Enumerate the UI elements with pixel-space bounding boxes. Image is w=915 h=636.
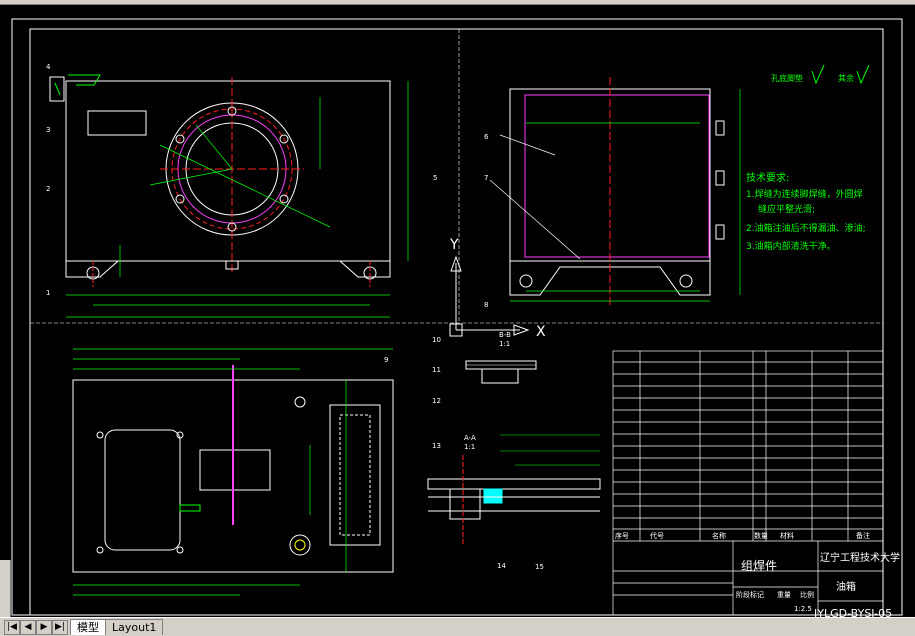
- tech-line-3: 3.油箱内部清洗干净。: [746, 240, 836, 252]
- section-aa: A-A 1:1: [427, 434, 601, 545]
- stage-mark: 阶段标记: [736, 590, 764, 599]
- section-aa-title: A-A: [464, 434, 476, 442]
- balloon-14: 14: [497, 562, 506, 570]
- technical-requirements: 技术要求: 1.焊缝为连续脚焊缝，外圆焊 缝应平整光滑; 2.油箱注油后不得漏油…: [746, 171, 866, 252]
- tab-model[interactable]: 模型: [70, 619, 106, 635]
- balloon-3: 3: [46, 126, 50, 134]
- balloon-12: 12: [432, 397, 441, 405]
- header-name: 名称: [712, 531, 726, 540]
- side-view: [489, 77, 741, 305]
- surface-symbols: 孔底脚垫 其余: [771, 64, 870, 85]
- balloons: 1 2 3 4 5 6 7 8 9 10 11 12 13 14 15: [46, 63, 544, 571]
- section-bb-title: B-B: [499, 331, 511, 339]
- layout-tabs-bar: |◀ ◀ ▶ ▶| 模型 Layout1: [0, 617, 915, 636]
- nav-last-button[interactable]: ▶|: [52, 620, 68, 635]
- ucs-x: X: [536, 324, 546, 340]
- balloon-1: 1: [46, 289, 50, 297]
- drawing-number: JYLGD-BYSJ-05: [813, 607, 892, 617]
- ucs-y: Y: [449, 237, 459, 253]
- header-material: 材料: [780, 531, 794, 540]
- balloon-9: 9: [384, 356, 388, 364]
- header-code: 代号: [650, 531, 664, 540]
- nav-prev-button[interactable]: ◀: [20, 620, 36, 635]
- section-bb: B-B 1:1: [465, 331, 537, 384]
- left-toolbar: [0, 560, 11, 617]
- balloon-4: 4: [46, 63, 51, 71]
- weight-label: 重量: [777, 591, 791, 599]
- balloon-11: 11: [432, 366, 441, 374]
- title-block: [612, 350, 884, 616]
- balloon-7: 7: [484, 174, 488, 182]
- tab-layout1[interactable]: Layout1: [105, 619, 164, 635]
- front-view: [49, 74, 409, 318]
- header-qty: 数量: [754, 531, 768, 540]
- school-name: 辽宁工程技术大学: [820, 551, 900, 564]
- tech-line-2: 2.油箱注油后不得漏油、渗油;: [746, 222, 866, 234]
- tech-line-1: 1.焊缝为连续脚焊缝，外圆焊: [746, 188, 863, 200]
- title-block-text: 序号 代号 名称 数量 材料 备注 组焊件 辽宁工程技术大学 油箱 JYLGD-…: [615, 531, 900, 617]
- tech-line-1b: 缝应平整光滑;: [758, 203, 815, 215]
- section-aa-scale: 1:1: [464, 443, 475, 451]
- nav-first-button[interactable]: |◀: [4, 620, 20, 635]
- assembly-title: 组焊件: [741, 558, 777, 573]
- balloon-8: 8: [484, 301, 488, 309]
- other-label: 其余: [838, 73, 854, 83]
- balloon-2: 2: [46, 185, 50, 193]
- window-top-border: [0, 0, 915, 5]
- section-bb-scale: 1:1: [499, 340, 510, 348]
- ucs-icon: Y X: [449, 237, 546, 340]
- drawing-canvas[interactable]: 孔底脚垫 其余 技术要求: 1.焊缝为连续脚焊缝，外圆焊 缝应平整光滑; 2.油…: [0, 5, 915, 617]
- top-view: [72, 348, 394, 596]
- ratio-label: 比例: [800, 590, 814, 599]
- nav-next-button[interactable]: ▶: [36, 620, 52, 635]
- header-note: 备注: [856, 531, 870, 540]
- hole-label: 孔底脚垫: [771, 73, 803, 83]
- balloon-13: 13: [432, 442, 441, 450]
- part-name: 油箱: [836, 580, 856, 593]
- balloon-10: 10: [432, 336, 441, 344]
- balloon-15: 15: [535, 563, 544, 571]
- header-seq: 序号: [615, 531, 629, 540]
- balloon-5: 5: [433, 174, 437, 182]
- inner-frame: [29, 28, 884, 616]
- balloon-6: 6: [484, 133, 489, 141]
- scale-value: 1:2.5: [794, 605, 812, 613]
- tech-heading: 技术要求:: [746, 171, 789, 184]
